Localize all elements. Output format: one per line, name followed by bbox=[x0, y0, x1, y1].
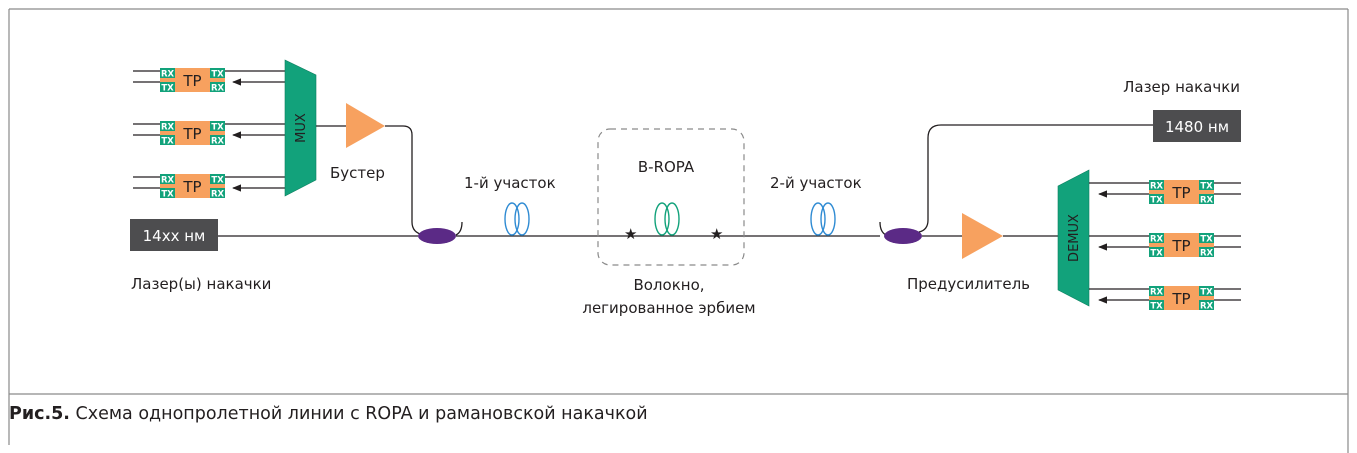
rx-tag: RX bbox=[161, 123, 175, 133]
rx-tag: RX bbox=[161, 176, 175, 186]
pump-right-box-label: 1480 нм bbox=[1165, 118, 1229, 136]
rx-tag: RX bbox=[1150, 288, 1164, 298]
coupler-left-tail bbox=[455, 221, 463, 236]
rx-tag: RX bbox=[1200, 302, 1214, 312]
rx-tag: RX bbox=[1200, 196, 1214, 206]
rx-tag: RX bbox=[1150, 182, 1164, 192]
tx-tag: TX bbox=[161, 137, 174, 147]
tx-tag: TX bbox=[211, 176, 224, 186]
booster-label: Бустер bbox=[330, 164, 385, 182]
transponder-label: TP bbox=[182, 72, 201, 90]
tx-tag: TX bbox=[1200, 235, 1213, 245]
pump-right-line bbox=[918, 124, 1153, 233]
booster-amplifier bbox=[346, 103, 385, 148]
edf-label-line1: Волокно, bbox=[633, 276, 704, 294]
mux-label: MUX bbox=[294, 113, 309, 143]
transponder-label: TP bbox=[182, 125, 201, 143]
transponder-right-2: RX TX TX RX TP bbox=[1089, 233, 1241, 259]
caption-prefix: Рис.5. bbox=[9, 404, 70, 424]
coupler-right-tail bbox=[879, 221, 887, 236]
tx-tag: TX bbox=[1200, 288, 1213, 298]
tx-tag: TX bbox=[1150, 249, 1163, 259]
transponder-label: TP bbox=[1171, 290, 1190, 308]
tx-tag: TX bbox=[161, 84, 174, 94]
transponder-label: TP bbox=[182, 178, 201, 196]
coupler-right bbox=[884, 228, 922, 244]
mux: MUX bbox=[284, 59, 317, 197]
caption-text: Схема однопролетной линии с ROPA и раман… bbox=[69, 404, 648, 424]
splice-left-icon: ★ bbox=[624, 225, 637, 243]
transponder-right-3: RX TX TX RX TP bbox=[1089, 286, 1241, 312]
rx-tag: RX bbox=[211, 190, 225, 200]
rx-tag: RX bbox=[211, 84, 225, 94]
ropa-box bbox=[597, 128, 745, 266]
transponder-label: TP bbox=[1171, 237, 1190, 255]
coupler-left bbox=[418, 228, 456, 244]
tx-tag: TX bbox=[1150, 196, 1163, 206]
rx-tag: RX bbox=[1200, 249, 1214, 259]
demux-label: DEMUX bbox=[1067, 214, 1082, 262]
tx-tag: TX bbox=[1150, 302, 1163, 312]
pump-right-label: Лазер накачки bbox=[1123, 78, 1240, 96]
rx-tag: RX bbox=[1150, 235, 1164, 245]
transponder-left-1: RX TX TX RX TP bbox=[133, 68, 285, 94]
transponder-left-3: RX TX TX RX TP bbox=[133, 174, 285, 200]
figure-caption: Рис.5. Схема однопролетной линии с ROPA … bbox=[9, 404, 648, 424]
demux: DEMUX bbox=[1057, 169, 1090, 307]
span2-label: 2-й участок bbox=[770, 174, 862, 192]
transponder-left-2: RX TX TX RX TP bbox=[133, 121, 285, 147]
preamp-amplifier bbox=[962, 213, 1003, 259]
span2-coil bbox=[810, 202, 836, 236]
transponder-label: TP bbox=[1171, 184, 1190, 202]
tx-tag: TX bbox=[211, 70, 224, 80]
ropa-label: B-ROPA bbox=[638, 158, 695, 176]
tx-tag: TX bbox=[1200, 182, 1213, 192]
pump-left-box-label: 14xx нм bbox=[143, 227, 206, 245]
edf-coil bbox=[654, 202, 680, 236]
preamp-label: Предусилитель bbox=[907, 275, 1030, 293]
booster-to-coupler-line bbox=[385, 125, 425, 236]
edf-label-line2: легированное эрбием bbox=[582, 299, 755, 317]
pump-left-label: Лазер(ы) накачки bbox=[131, 275, 271, 293]
transponder-right-1: RX TX TX RX TP bbox=[1089, 180, 1241, 206]
rx-tag: RX bbox=[211, 137, 225, 147]
span1-coil bbox=[504, 202, 530, 236]
span1-label: 1-й участок bbox=[464, 174, 556, 192]
pump-left-box bbox=[130, 219, 218, 251]
tx-tag: TX bbox=[161, 190, 174, 200]
splice-right-icon: ★ bbox=[710, 225, 723, 243]
pump-right-box bbox=[1153, 110, 1241, 142]
tx-tag: TX bbox=[211, 123, 224, 133]
rx-tag: RX bbox=[161, 70, 175, 80]
